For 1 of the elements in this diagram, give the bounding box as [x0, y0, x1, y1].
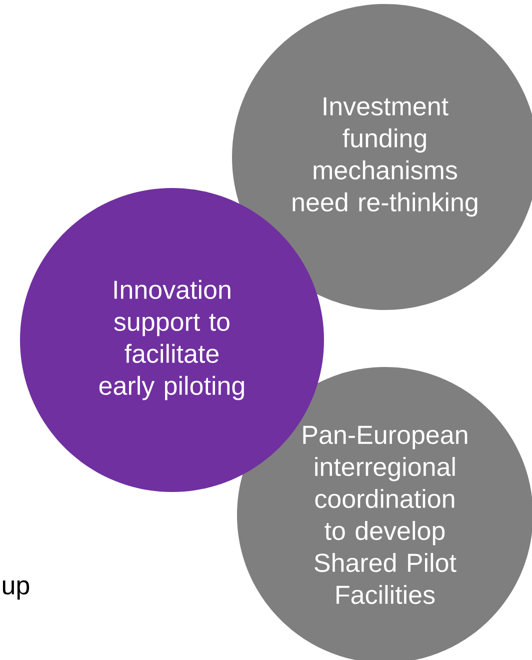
- text-fragment: up: [2, 580, 30, 600]
